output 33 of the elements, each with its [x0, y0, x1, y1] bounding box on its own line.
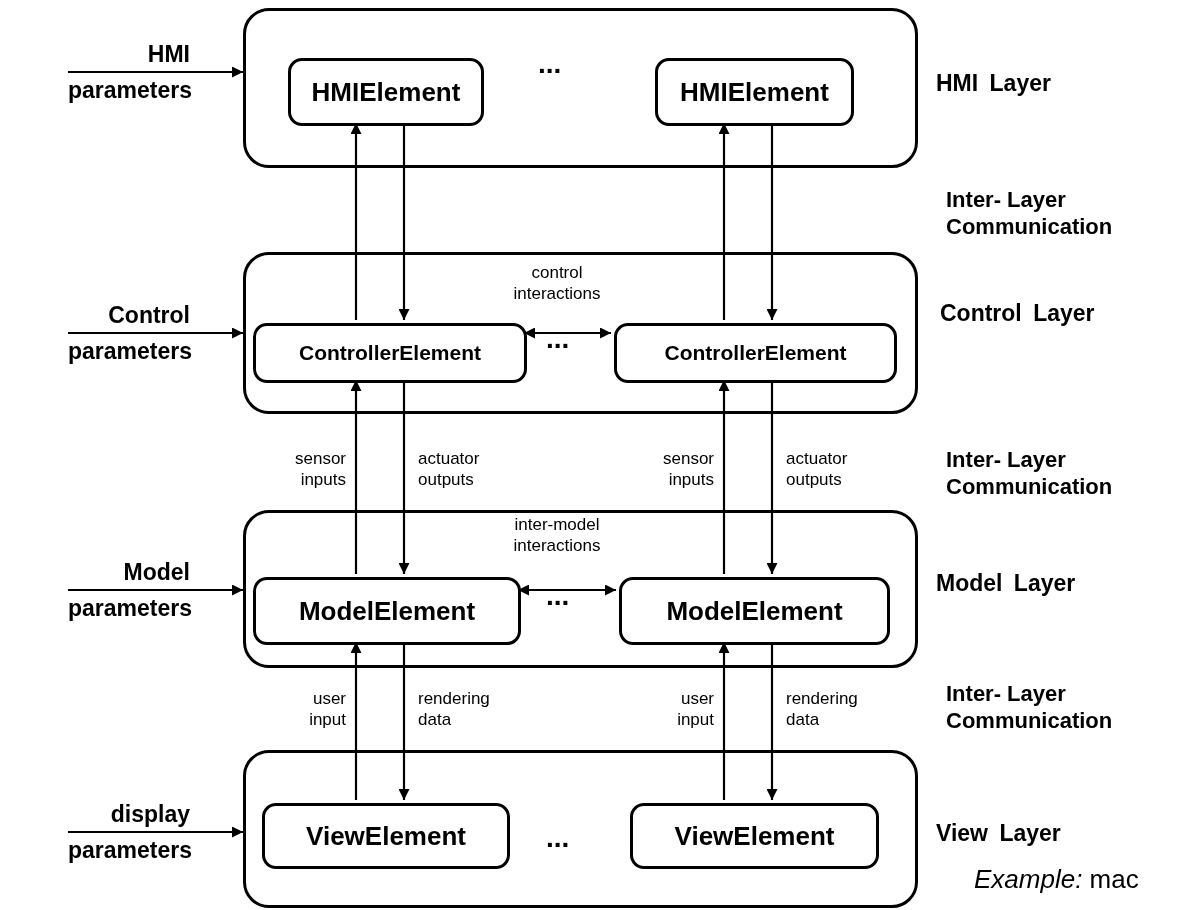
element-box: ViewElement — [630, 803, 879, 869]
layer-label: Control Layer — [940, 300, 1095, 327]
parameter-label: Control parameters — [68, 297, 190, 369]
arrow — [68, 327, 243, 339]
ellipsis: ... — [546, 580, 570, 612]
arrow — [68, 826, 243, 838]
element-box: ModelElement — [253, 577, 521, 645]
element-box: HMIElement — [655, 58, 854, 126]
parameter-label: Model parameters — [68, 554, 190, 626]
layer-label: Model Layer — [936, 570, 1076, 597]
ellipsis: ... — [546, 323, 570, 355]
element-box: ViewElement — [262, 803, 510, 869]
layer-label: HMI Layer — [936, 70, 1051, 97]
note-text: Inter- Layer Communication — [946, 446, 1114, 500]
layer-label: View Layer — [936, 820, 1061, 847]
note-text: Inter- Layer Communication — [946, 186, 1114, 240]
ellipsis: ... — [546, 822, 570, 854]
layer-box — [243, 510, 918, 668]
arrow — [68, 66, 243, 78]
arrow — [68, 584, 243, 596]
ellipsis: ... — [538, 48, 562, 80]
layer-box — [243, 8, 918, 168]
element-box: ControllerElement — [253, 323, 527, 383]
parameter-label: display parameters — [68, 796, 190, 868]
parameter-label: HMI parameters — [68, 36, 190, 108]
element-box: ModelElement — [619, 577, 890, 645]
arrow — [524, 327, 611, 339]
layer-box — [243, 252, 918, 414]
element-box: ControllerElement — [614, 323, 897, 383]
note-text: Inter- Layer Communication — [946, 680, 1114, 734]
element-box: HMIElement — [288, 58, 484, 126]
example-text: Example: mac — [974, 864, 1139, 895]
layer-box — [243, 750, 918, 908]
